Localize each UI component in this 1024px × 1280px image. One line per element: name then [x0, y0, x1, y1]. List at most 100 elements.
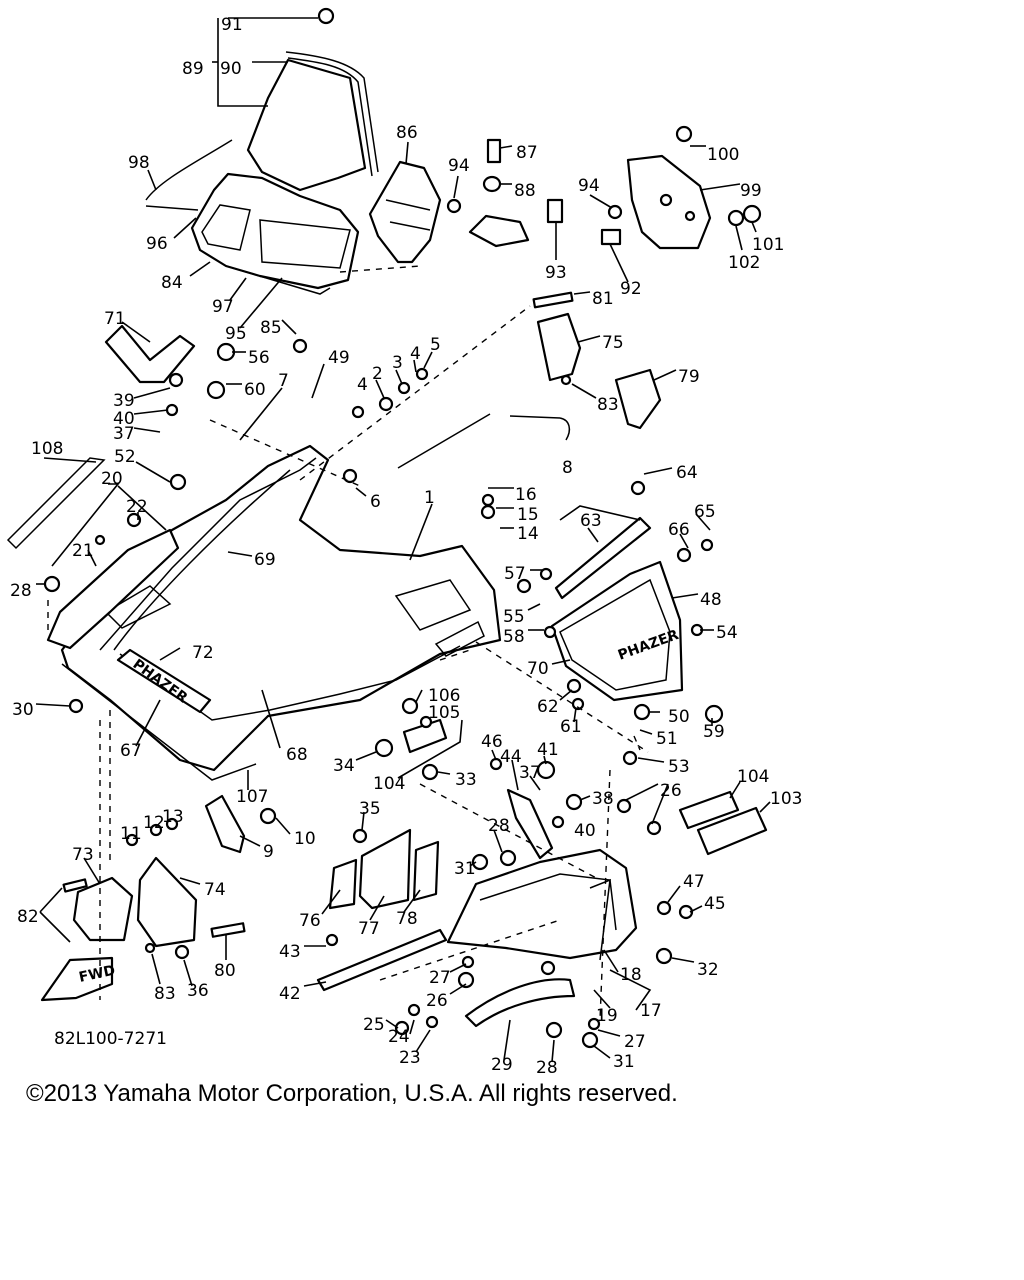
assembly-dash-lines — [47, 265, 649, 1021]
callout-c37a: 37 — [113, 424, 135, 444]
callout-c41: 41 — [537, 740, 559, 760]
callout-c5: 5 — [430, 335, 441, 355]
collar-102 — [727, 209, 745, 227]
callout-c35: 35 — [359, 799, 381, 819]
callout-c31b: 31 — [613, 1052, 635, 1072]
callout-c13: 13 — [162, 807, 184, 827]
callout-c11: 11 — [120, 824, 142, 844]
callout-c28b: 28 — [488, 816, 510, 836]
cowl-panel-48: PHAZER — [550, 560, 684, 702]
callout-c44: 44 — [500, 747, 522, 767]
leader-lines — [35, 17, 771, 1063]
callout-c75: 75 — [602, 333, 624, 353]
callout-c4a: 4 — [410, 344, 421, 364]
pad-74 — [136, 856, 198, 948]
callout-c95: 95 — [225, 324, 247, 344]
callout-c6: 6 — [370, 492, 381, 512]
windshield — [246, 51, 379, 192]
lower-cover — [446, 848, 638, 961]
callout-c2: 2 — [372, 364, 383, 384]
pad-79 — [614, 368, 662, 430]
callout-c99: 99 — [740, 181, 762, 201]
callout-c54: 54 — [716, 623, 738, 643]
callout-c51: 51 — [656, 729, 678, 749]
callout-c45: 45 — [704, 894, 726, 914]
nut-101 — [742, 204, 762, 224]
callout-c65: 65 — [694, 502, 716, 522]
callout-c98: 98 — [128, 153, 150, 173]
skid-rail-42 — [316, 928, 448, 992]
callout-c10: 10 — [294, 829, 316, 849]
callout-c38: 38 — [592, 789, 614, 809]
callout-c78: 78 — [396, 909, 418, 929]
fwd-sticker: FWD — [40, 956, 117, 1002]
callout-c97: 97 — [212, 297, 234, 317]
callout-c25: 25 — [363, 1015, 385, 1035]
callout-c26b: 26 — [426, 991, 448, 1011]
bracket-plate-88 — [468, 214, 530, 248]
bracket-44 — [506, 788, 554, 860]
callout-c105: 105 — [428, 703, 460, 723]
fwd-text: FWD — [78, 963, 117, 986]
strip-80 — [210, 922, 246, 938]
callout-c81: 81 — [592, 289, 614, 309]
callout-c22: 22 — [126, 497, 148, 517]
cable-8 — [397, 413, 491, 469]
callout-c104b: 104 — [737, 767, 769, 787]
callout-c60: 60 — [244, 380, 266, 400]
callout-c89: 89 — [182, 59, 204, 79]
pad-75 — [536, 312, 582, 382]
pad-78 — [412, 840, 440, 902]
strip-108 — [6, 457, 106, 550]
callout-c96: 96 — [146, 234, 168, 254]
callout-c34: 34 — [333, 756, 355, 776]
headlight-housing — [190, 172, 360, 295]
callout-c108: 108 — [31, 439, 63, 459]
callout-c107: 107 — [236, 787, 268, 807]
callout-c86: 86 — [396, 123, 418, 143]
nut-88 — [482, 175, 502, 193]
callout-c83b: 83 — [154, 984, 176, 1004]
callout-c50: 50 — [668, 707, 690, 727]
callout-c68: 68 — [286, 745, 308, 765]
callout-c62: 62 — [537, 697, 559, 717]
callout-c76: 76 — [299, 911, 321, 931]
callout-c80: 80 — [214, 961, 236, 981]
callout-c14: 14 — [517, 524, 539, 544]
callout-c52: 52 — [114, 447, 136, 467]
callout-c32: 32 — [697, 960, 719, 980]
callout-c59: 59 — [703, 722, 725, 742]
callout-c82: 82 — [17, 907, 39, 927]
callout-c53: 53 — [668, 757, 690, 777]
bracket-92 — [600, 228, 622, 246]
callout-c1: 1 — [424, 488, 435, 508]
callout-c27a: 27 — [429, 968, 451, 988]
callout-c3: 3 — [392, 353, 403, 373]
callout-c15: 15 — [517, 505, 539, 525]
callout-c40b: 40 — [574, 821, 596, 841]
mounting-bracket-99 — [626, 154, 712, 250]
copyright-notice: ©2013 Yamaha Motor Corporation, U.S.A. A… — [26, 1080, 678, 1107]
clip-93 — [546, 198, 564, 224]
callout-c66: 66 — [668, 520, 690, 540]
callout-c49: 49 — [328, 348, 350, 368]
callout-c67: 67 — [120, 741, 142, 761]
callout-c103: 103 — [770, 789, 802, 809]
callout-c19: 19 — [596, 1006, 618, 1026]
callout-c27b: 27 — [624, 1032, 646, 1052]
callout-c88: 88 — [514, 181, 536, 201]
fasteners — [43, 7, 724, 1049]
callout-c72: 72 — [192, 643, 214, 663]
rail-63 — [554, 516, 652, 600]
callout-c100: 100 — [707, 145, 739, 165]
callout-c93: 93 — [545, 263, 567, 283]
callout-c39: 39 — [113, 391, 135, 411]
pad-73 — [72, 876, 134, 942]
callout-c57: 57 — [504, 564, 526, 584]
callout-c83a: 83 — [597, 395, 619, 415]
headlight-bracket — [368, 160, 442, 264]
callout-c63: 63 — [580, 511, 602, 531]
bolt-87 — [486, 138, 502, 164]
pad-77 — [358, 828, 412, 910]
callout-c36: 36 — [187, 981, 209, 1001]
